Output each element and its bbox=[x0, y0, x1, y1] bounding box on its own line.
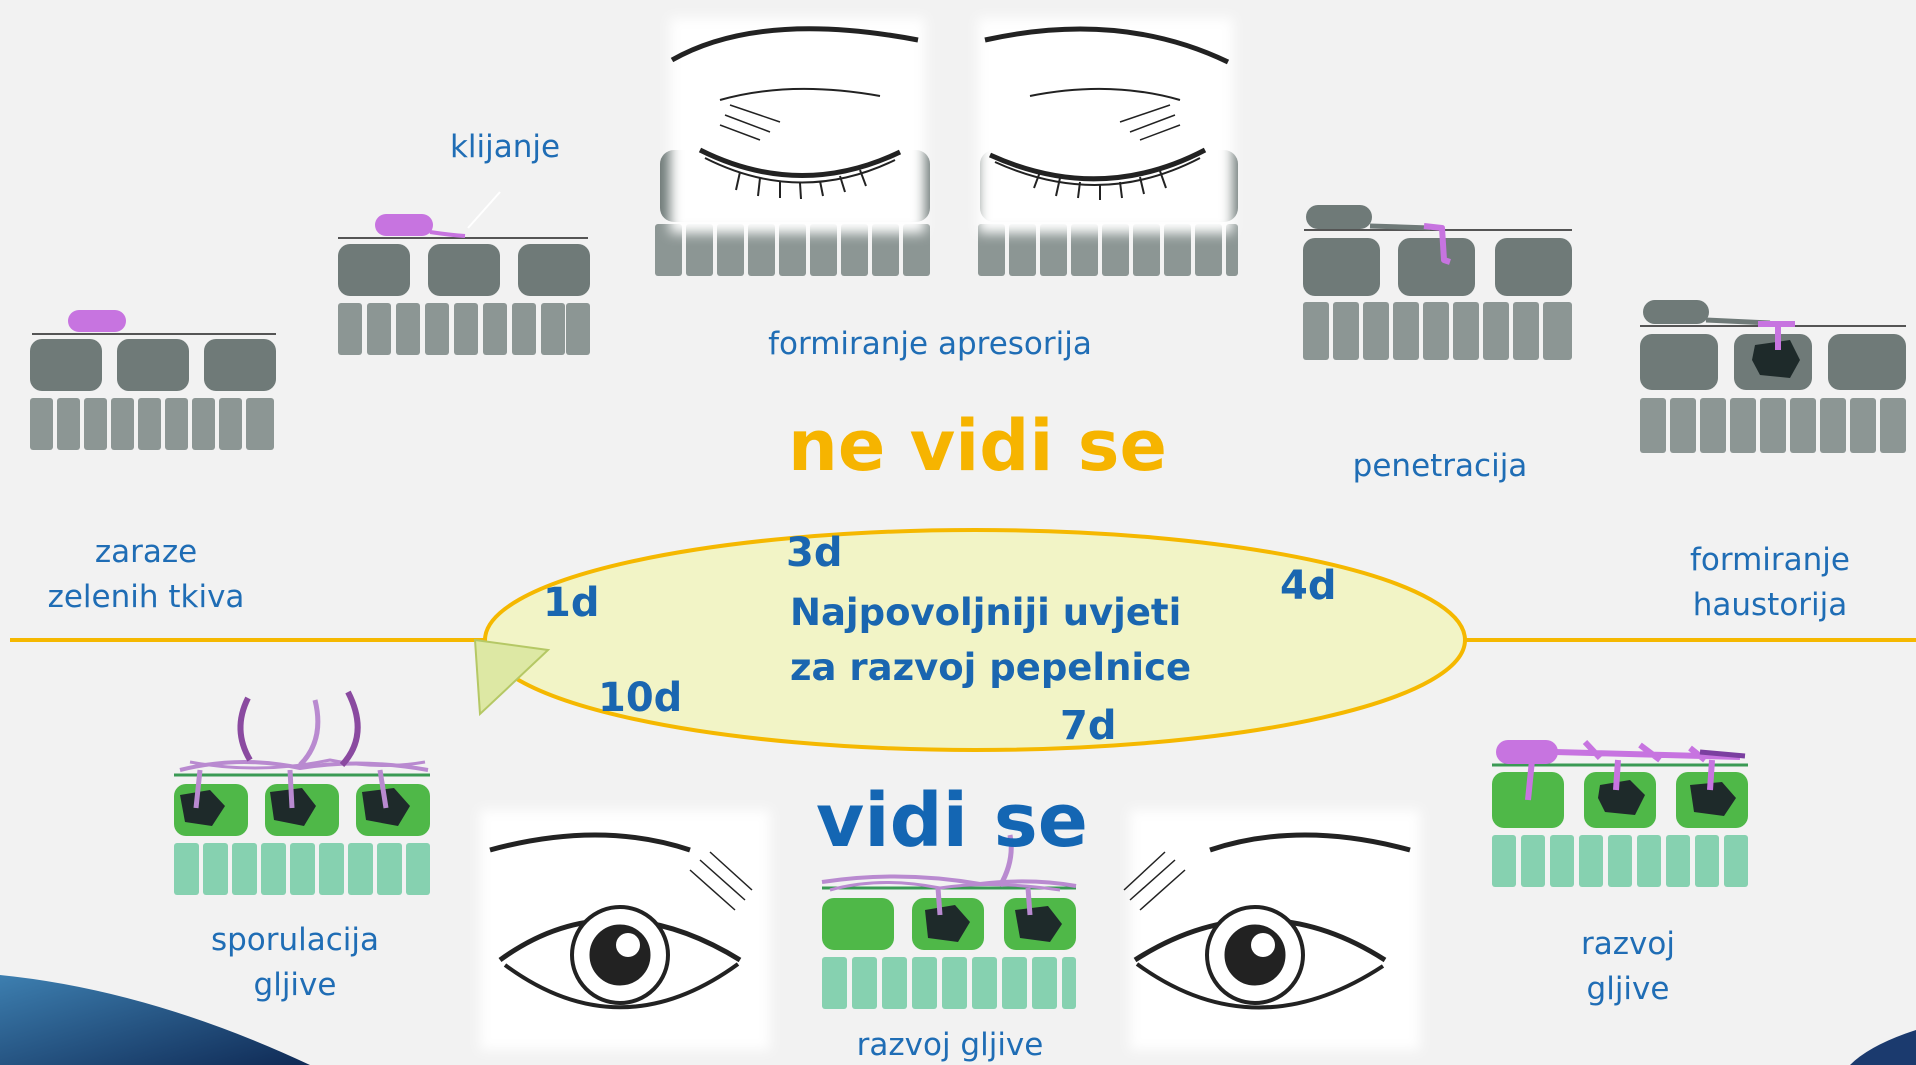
heading-visible: vidi se bbox=[816, 778, 1088, 864]
corner-decoration-right bbox=[1850, 1030, 1916, 1065]
label-haustorij: formiranje haustorija bbox=[1670, 538, 1870, 628]
cycle-center-line2: za razvoj pepelnice bbox=[790, 646, 1192, 689]
label-zaraze-line1: zaraze bbox=[94, 534, 198, 570]
stage-penetration bbox=[1303, 205, 1572, 360]
cycle-center-text: Najpovoljniji uvjeti za razvoj pepelnice bbox=[790, 585, 1192, 695]
heading-hidden: ne vidi se bbox=[788, 405, 1167, 487]
label-razvoj-right: razvoj gljive bbox=[1528, 922, 1728, 1012]
stage-fungus-development-center bbox=[480, 810, 1420, 1050]
cycle-center-line1: Najpovoljniji uvjeti bbox=[790, 591, 1182, 634]
cycle-arrow-head bbox=[473, 638, 551, 717]
day-7d: 7d bbox=[1060, 703, 1117, 749]
label-razvoj-right-line2: gljive bbox=[1586, 971, 1670, 1007]
open-eye-right bbox=[1123, 832, 1411, 1010]
label-sporulacija-line2: gljive bbox=[253, 967, 337, 1003]
stage-fungus-development-right bbox=[1492, 739, 1748, 887]
corner-decoration-left bbox=[0, 975, 310, 1065]
day-1d: 1d bbox=[543, 580, 600, 626]
day-10d: 10d bbox=[598, 675, 683, 721]
label-haustorij-line2: haustorija bbox=[1692, 587, 1848, 623]
open-eye-left bbox=[489, 832, 753, 1010]
label-sporulacija: sporulacija gljive bbox=[195, 918, 395, 1008]
stage-germination bbox=[338, 191, 590, 355]
closed-eye-left bbox=[670, 26, 919, 200]
stage-sporulation bbox=[174, 690, 430, 895]
day-4d: 4d bbox=[1280, 563, 1337, 609]
closed-eye-right bbox=[984, 26, 1230, 200]
label-apresorij: formiranje apresorija bbox=[768, 326, 1092, 362]
label-haustorij-line1: formiranje bbox=[1690, 542, 1850, 578]
label-klijanje: klijanje bbox=[449, 129, 561, 165]
label-zaraze: zaraze zelenih tkiva bbox=[46, 530, 246, 620]
label-zaraze-line2: zelenih tkiva bbox=[47, 579, 245, 615]
cycle-ellipse bbox=[483, 528, 1467, 752]
stage-infection-tissue bbox=[30, 310, 276, 450]
stage-appressorium bbox=[655, 18, 1238, 276]
label-penetracija: penetracija bbox=[1352, 448, 1528, 484]
day-3d: 3d bbox=[786, 530, 843, 576]
label-razvoj-right-line1: razvoj bbox=[1581, 926, 1675, 962]
label-sporulacija-line1: sporulacija bbox=[210, 922, 380, 958]
stage-haustorium bbox=[1640, 300, 1906, 453]
label-razvoj-center: razvoj gljive bbox=[856, 1027, 1044, 1063]
